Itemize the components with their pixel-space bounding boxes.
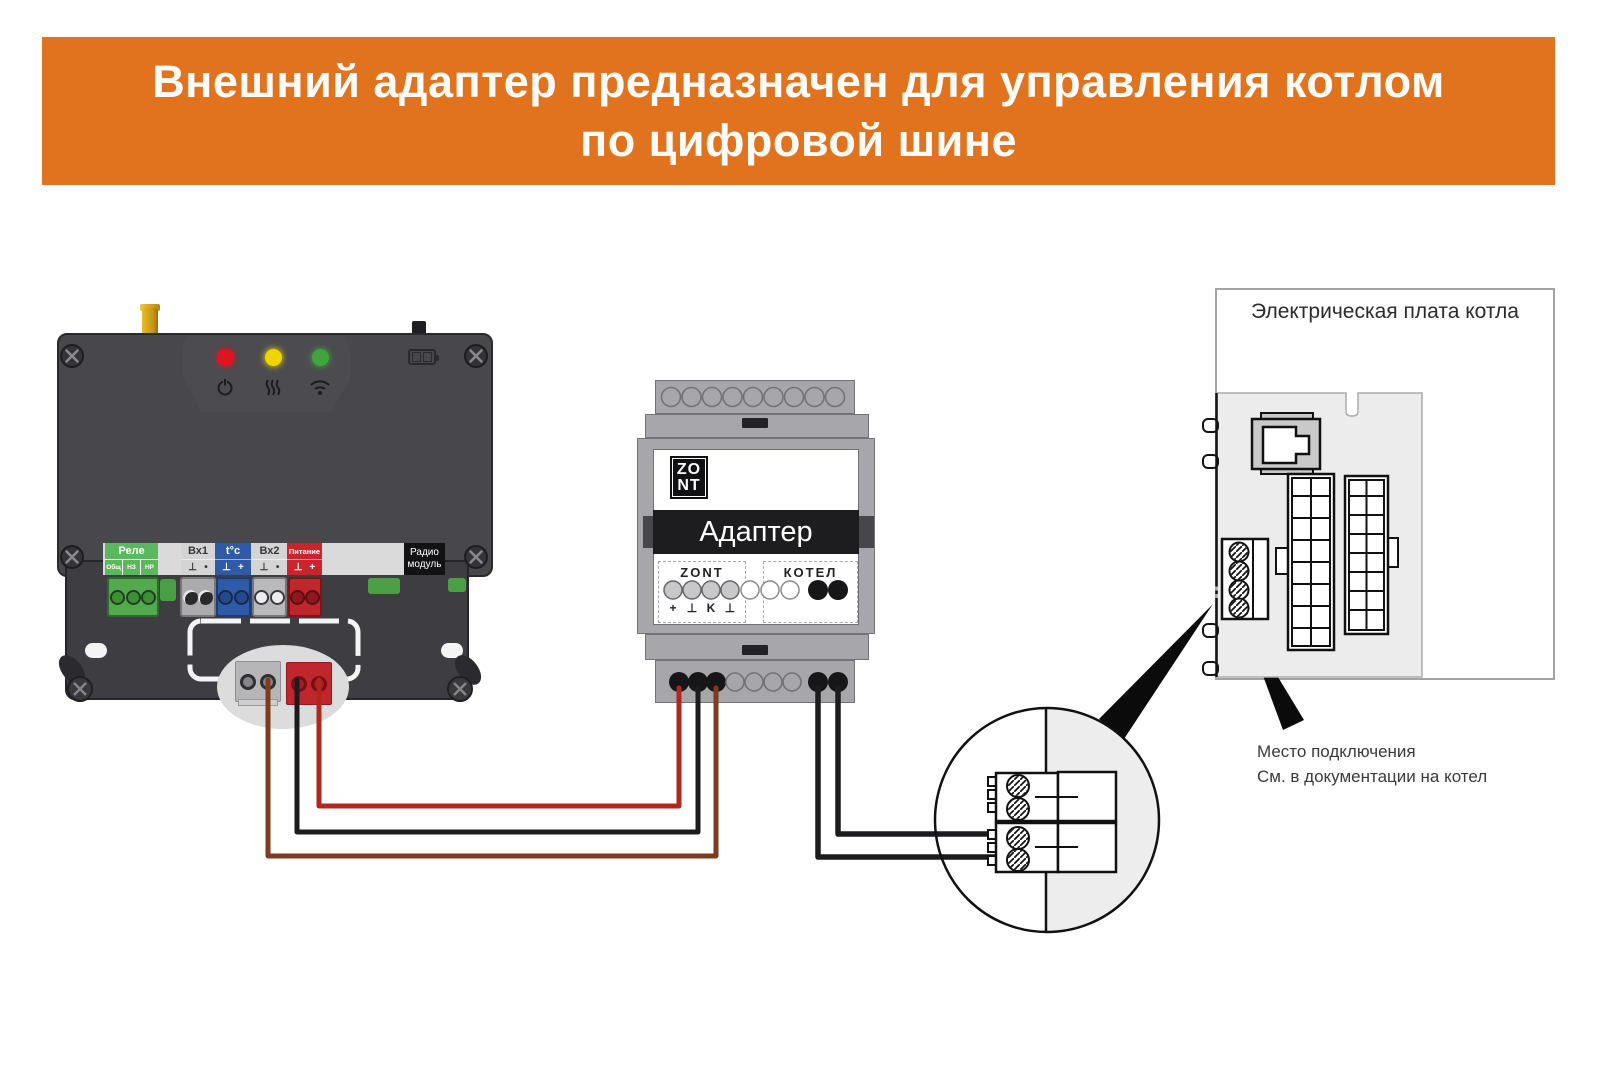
input2-terminal-block: [252, 577, 287, 617]
input2-pins: ⊥ •: [252, 559, 287, 575]
temp-terminal-block: [216, 577, 251, 617]
antenna-cap: [140, 304, 160, 311]
relay-sublabels: Общ НЗ НР: [105, 559, 158, 575]
boiler-board-title: Электрическая плата котла: [1251, 300, 1519, 323]
bus-terminal-gray-lip: [238, 699, 278, 706]
zont-logo-line1: ZO: [676, 460, 702, 478]
adapter-top-block: [655, 380, 855, 414]
zoom-screws: [1006, 774, 1030, 872]
input2-label-cell: Вх2 ⊥ •: [252, 543, 287, 575]
power-terminal-block: [288, 577, 322, 617]
wire-black-bus-b: [815, 685, 999, 860]
bus-terminal-red-hole-2: [311, 675, 327, 692]
bus-terminal-gray-hole-2: [260, 673, 276, 690]
bus-terminal-gray-hole-1: [240, 673, 256, 690]
boiler-board-panel: [1215, 288, 1555, 680]
adapter-pin-gnd2: ⊥: [724, 601, 736, 615]
adapter-left-tab: [643, 516, 655, 548]
radio-label-line2: модуль: [407, 559, 442, 570]
controller-led-panel: [183, 336, 350, 412]
adapter-right-tab: [857, 516, 874, 548]
bus-terminal-red: [286, 662, 332, 705]
bus-terminal-red-hole-1: [291, 675, 307, 692]
adapter-top-slot: [742, 418, 768, 428]
top-connector: [412, 321, 426, 334]
adapter-bottom-block: [655, 660, 855, 703]
connection-note-line2: См. в документации на котел: [1257, 767, 1488, 786]
radio-label-line1: Радио: [410, 547, 439, 558]
zont-logo: ZO NT: [670, 456, 708, 499]
adapter-pin-k: K: [706, 601, 716, 615]
green-connector-hint-2: [448, 578, 466, 592]
input1-label: Вх1: [187, 545, 209, 558]
adapter-name: Адаптер: [699, 515, 813, 548]
boiler-zoom-circle: [935, 708, 1159, 932]
temp-pins: ⊥ +: [215, 559, 251, 575]
heat-led-group: [258, 349, 288, 398]
relay-label-cell: Реле Общ НЗ НР: [105, 543, 158, 575]
wire-black-left: [294, 677, 701, 835]
zont-logo-line2: NT: [677, 476, 701, 494]
header-line-2: по цифровой шине: [580, 115, 1017, 166]
connection-note-line1: Место подключения: [1257, 742, 1416, 761]
adapter-pin-plus: +: [669, 601, 677, 615]
adapter-name-band: Адаптер: [653, 510, 859, 554]
relay-sub-no: НР: [144, 564, 155, 572]
heating-icon: [265, 379, 281, 396]
input1-terminal-block: [180, 577, 216, 617]
wifi-led: [311, 349, 329, 366]
connection-note: Место подключения См. в документации на …: [1257, 739, 1487, 789]
relay-terminal-block: [107, 577, 159, 617]
input2-label: Вх2: [259, 545, 280, 558]
callout-wedge-to-circle: [1099, 604, 1213, 739]
power-icon: [217, 378, 233, 396]
boiler-terminal-zoom: [933, 706, 1161, 934]
gsm-antenna: [142, 308, 158, 338]
bus-terminal-gray: [235, 661, 281, 702]
relay-label: Реле: [118, 545, 145, 558]
header-banner: Внешний адаптер предназначен для управле…: [42, 37, 1555, 185]
power-label: Питание: [288, 546, 321, 556]
power-led-group: [210, 349, 240, 398]
relay-sub-common: Общ: [105, 560, 123, 575]
power-label-cell: Питание ⊥ +: [287, 543, 322, 575]
wifi-led-group: [305, 349, 335, 398]
power-pins: ⊥ +: [287, 559, 322, 575]
green-connector-hint-1: [368, 578, 400, 594]
wifi-icon: [310, 380, 330, 395]
power-led: [216, 349, 234, 366]
adapter-zont-group-label: ZONT: [680, 565, 724, 580]
adapter-bottom-slot: [742, 645, 768, 655]
header-line-1: Внешний адаптер предназначен для управле…: [152, 56, 1445, 107]
temp-label-cell: t°c ⊥ +: [215, 543, 251, 575]
relay-sub-nc: НЗ: [123, 560, 141, 575]
battery-icon: [408, 349, 439, 365]
radio-module-cell: Радио модуль: [404, 543, 445, 575]
heating-led: [264, 349, 282, 366]
input1-pins: ⊥ •: [181, 559, 215, 575]
green-connector-tab: [160, 579, 176, 601]
terminal-label-strip: Реле Общ НЗ НР Вх1 ⊥ • t°c ⊥ + Вх2 ⊥ • П…: [103, 543, 445, 575]
adapter-pin-gnd1: ⊥: [686, 601, 698, 615]
temp-label: t°c: [225, 545, 241, 558]
input1-label-cell: Вх1 ⊥ •: [181, 543, 215, 575]
wire-black-bus-a: [835, 685, 999, 837]
adapter-kotel-group-label: КОТЕЛ: [783, 565, 838, 580]
